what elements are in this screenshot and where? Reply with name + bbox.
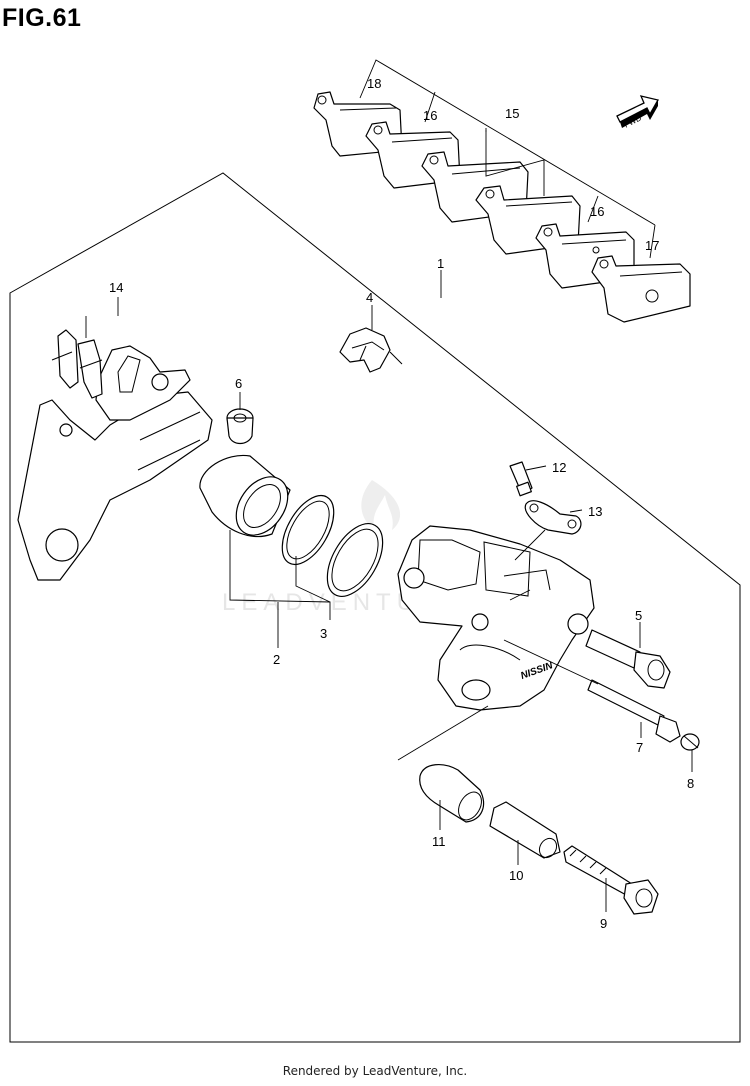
callout-3: 3: [320, 626, 327, 641]
callout-8: 8: [687, 776, 694, 791]
callout-2: 2: [273, 652, 280, 667]
callout-5: 5: [635, 608, 642, 623]
pad-pin: [587, 679, 681, 743]
callout-14: 14: [109, 280, 123, 295]
pad-spring-clips: [51, 329, 103, 399]
callout-12: 12: [552, 460, 566, 475]
callout-4: 4: [366, 290, 373, 305]
piston-and-seals: [199, 454, 384, 597]
pin-sleeve: [489, 801, 561, 859]
callout-18: 18: [367, 76, 381, 91]
callout-16a: 16: [423, 108, 437, 123]
assembly-box: [9, 172, 741, 1043]
footer-credit: Rendered by LeadVenture, Inc.: [282, 1064, 468, 1078]
pad-spring: [339, 327, 403, 373]
callout-7: 7: [636, 740, 643, 755]
callout-17: 17: [645, 238, 659, 253]
figure-title: FIG.61: [2, 4, 82, 32]
pin-clip: [680, 733, 700, 751]
callout-9: 9: [600, 916, 607, 931]
dust-boot: [419, 764, 485, 823]
caliper-bracket: [17, 345, 213, 581]
callout-1: 1: [437, 256, 444, 271]
bleeder-valve: [509, 461, 533, 497]
mounting-bolt: [563, 845, 659, 915]
callout-10: 10: [509, 868, 523, 883]
slide-pin: [585, 629, 671, 689]
bleeder-cap: [226, 408, 254, 445]
fwd-arrow-icon: FWD: [616, 95, 659, 130]
callout-11: 11: [432, 834, 446, 849]
bleeder-plate: [524, 500, 582, 535]
callout-13: 13: [588, 504, 602, 519]
callouts: 1 2 3 4 5 6 7 8 9 10 11 12 13 14 15 16 1…: [109, 76, 694, 931]
brake-pads: [313, 91, 691, 323]
callout-16b: 16: [590, 204, 604, 219]
pad-leader-lines: [359, 59, 656, 259]
caliper-body: NISSIN: [397, 525, 595, 711]
callout-6: 6: [235, 376, 242, 391]
callout-15: 15: [505, 106, 519, 121]
leader-lines: [85, 270, 693, 912]
